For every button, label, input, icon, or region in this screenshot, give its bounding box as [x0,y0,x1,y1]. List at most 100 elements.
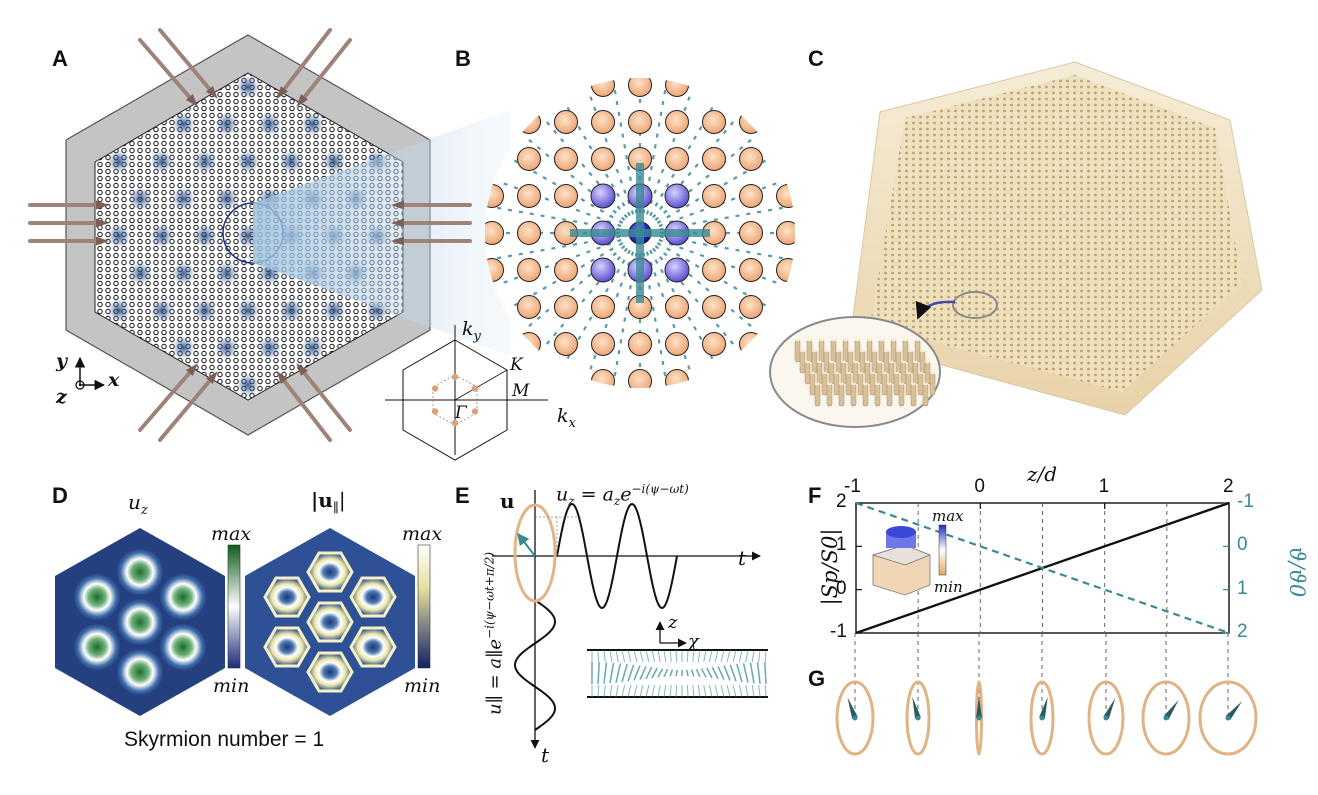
skyrmion-spot [150,149,174,174]
pillar-top [843,338,848,342]
pillar-top [846,371,851,375]
upar-cell [306,601,354,643]
pillar-top [903,338,908,342]
axis-x-label: x [108,369,120,391]
axis-z-label: z [56,386,67,408]
uz-wave [556,502,678,610]
pillar [799,350,806,374]
outer-ball [665,110,689,134]
field-arrow-bottom [751,684,755,698]
outer-ball [628,369,652,388]
needle-pivot [1225,715,1231,721]
pillar-top [920,349,925,353]
zoom-beam [253,110,510,356]
field-arrow [690,669,695,677]
polarization-ellipse [1087,680,1125,756]
field-arrow [663,668,669,678]
outer-ball [517,184,541,208]
pillar [811,350,818,374]
upar-equation: u∥ = a∥e−i(ψ−ωt+π/2) [482,551,506,716]
polarization-needle [1225,701,1243,720]
upar-wave [513,599,556,731]
reciprocal-point [451,373,459,381]
incident-arrowhead [391,218,404,228]
field-arrow-top [657,649,661,663]
pillar-top [812,349,817,353]
outer-ball [554,258,578,282]
field-arrow-bottom [732,684,737,698]
field-arrow-bottom [639,684,644,698]
outer-ball [702,258,726,282]
pillar [866,339,873,363]
field-arrow-top [669,649,672,663]
pillar [912,361,919,385]
outer-ball [591,295,615,319]
panel-label-g: G [808,666,826,691]
field-arrow [729,664,737,682]
field-arrow-top [615,649,619,663]
M-label: M [512,381,530,401]
pillar [883,350,890,374]
pillar-top [923,382,928,386]
field-arrow [633,665,641,681]
field-arrow-top [764,649,767,663]
panel-label-c: C [808,46,824,71]
kx-label: kx [557,405,576,431]
outer-ball [665,78,689,97]
incident-arrow [280,376,332,442]
field-arrow-bottom [758,684,761,698]
outer-ball [702,110,726,134]
pillar [859,350,866,374]
axis-y-label: y [56,350,68,372]
pillar-top [836,349,841,353]
uz-cell [73,573,121,621]
pillar [878,339,885,363]
u-vector-label: u [500,489,515,513]
outer-ball [628,110,652,134]
pillar-top [815,382,820,386]
field-arrow [695,668,701,678]
skyrmion-spot [214,261,239,286]
upar-title: |u∥| [311,488,346,516]
outer-ball [702,184,726,208]
outer-ball [554,184,578,208]
outer-ball [517,332,541,356]
reciprocal-point [471,385,479,392]
outer-ball [554,110,578,134]
field-arrow-top [686,649,689,663]
field-arrow [597,662,600,684]
skyrmion-spot [214,112,239,137]
field-arrow-top [651,649,656,663]
pillar-top [875,382,880,386]
pillar-top [908,349,913,353]
pillar [895,350,902,374]
incident-arrowhead [296,362,308,376]
f-left-axis-label: |Sp/S0| [818,528,842,606]
cbar2-max: max [402,523,443,545]
field-arrow [742,663,749,683]
field-arrow-bottom [764,684,767,698]
panel-a [28,28,548,461]
pillar-top [906,371,911,375]
skyrmion-spot [128,186,153,211]
pillar [806,339,813,363]
pillar-top [827,382,832,386]
pillar-top [841,360,846,364]
series-theta [855,501,1230,635]
skyrmion-spot [107,298,131,323]
field-arrow-top [751,649,755,663]
field-arrow-bottom [745,684,749,698]
outer-ball [517,147,541,171]
colorbar-uz [227,544,241,669]
pillar [833,372,840,396]
pillar [852,361,859,385]
skyrmion-spot [171,186,196,211]
field-arrow-bottom [697,684,701,698]
pillar-top [800,349,805,353]
skyrmion-spot [236,75,260,100]
uz-cell [116,598,164,646]
incident-arrow [300,368,352,432]
field-arrow-top [732,649,737,663]
field-arrow-bottom [633,684,638,698]
pillar [845,372,852,396]
